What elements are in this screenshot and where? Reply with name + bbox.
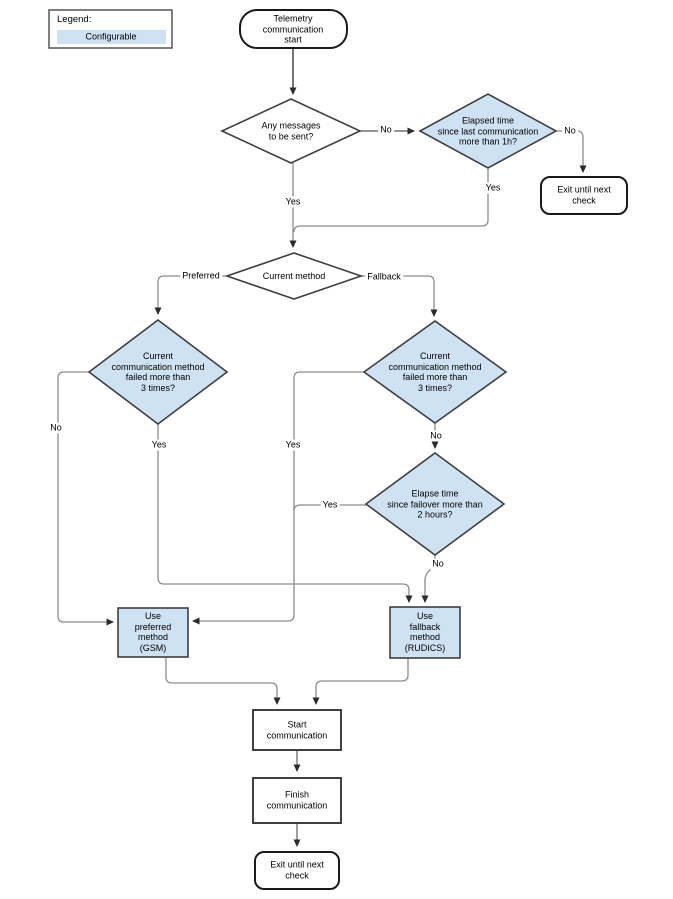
node-fallback-failed-label: Current communication method failed more…: [388, 351, 482, 393]
edge-rudics-to-start-comm: [312, 658, 409, 705]
edge-preferred-failed-no: [57, 371, 114, 626]
edge-label-fallback: Fallback: [365, 271, 403, 283]
edge-gsm-to-start-comm: [165, 657, 281, 705]
node-elapsed-last-comm-label: Elapsed time since last communication mo…: [437, 115, 539, 147]
node-elapse-failover-shape: [364, 452, 506, 556]
node-start-shape: [239, 9, 348, 49]
edge-elapsed-no-to-exit: [556, 130, 587, 173]
edge-label-preferred: Preferred: [180, 270, 222, 282]
edge-label-no-elapsed: No: [562, 125, 578, 137]
edge-current-method-fallback: [361, 275, 438, 317]
edge-label-yes-fallback-failed: Yes: [283, 439, 303, 451]
edge-label-no-elapse-failover: No: [430, 558, 446, 570]
node-start-comm-label: Start communication: [266, 719, 328, 741]
legend-title: Legend:: [57, 14, 92, 25]
node-current-method-shape: [224, 252, 364, 300]
edge-label-no-messages: No: [378, 124, 394, 136]
node-exit-check-top-label: Exit until next check: [557, 184, 611, 206]
node-use-preferred-shape: [117, 607, 189, 658]
edge-label-yes-preferred-failed: Yes: [149, 439, 169, 451]
edge-elapsed-yes: [293, 168, 489, 233]
node-start-comm-shape: [252, 709, 342, 751]
node-current-method-label: Current method: [262, 270, 326, 281]
node-elapsed-last-comm-shape: [418, 93, 558, 169]
edge-label-no-preferred-failed: No: [48, 422, 64, 434]
node-preferred-failed-shape: [87, 318, 229, 426]
edge-elapse-failover-yes: [293, 504, 366, 512]
node-use-fallback-label: Use fallback method (RUDICS): [404, 611, 446, 653]
edge-preferred-failed-yes: [157, 424, 413, 603]
node-use-fallback-shape: [389, 606, 461, 659]
node-use-preferred-label: Use preferred method (GSM): [134, 611, 172, 653]
edge-label-yes-messages: Yes: [283, 196, 303, 208]
node-exit-check-bottom-label: Exit until next check: [270, 859, 324, 881]
edge-current-method-preferred: [154, 275, 227, 315]
edge-label-yes-elapse-failover: Yes: [320, 499, 340, 511]
node-elapse-failover-label: Elapse time since failover more than 2 h…: [387, 488, 483, 520]
edge-label-yes-elapsed: Yes: [483, 182, 503, 194]
node-finish-comm-label: Finish communication: [266, 789, 328, 811]
node-any-messages-shape: [220, 98, 362, 164]
node-fallback-failed-shape: [362, 320, 508, 424]
node-exit-check-bottom-shape: [254, 851, 340, 890]
node-finish-comm-shape: [252, 777, 342, 824]
legend-configurable-swatch: [57, 30, 166, 44]
node-exit-check-top-shape: [540, 176, 628, 215]
node-any-messages-label: Any messages to be sent?: [261, 120, 321, 142]
edge-label-no-fallback-failed: No: [428, 430, 444, 442]
edge-fallback-failed-yes: [192, 371, 364, 625]
legend-configurable-label: Configurable: [85, 31, 137, 42]
node-start-label: Telemetry communication start: [262, 13, 324, 45]
node-preferred-failed-label: Current communication method failed more…: [111, 351, 205, 393]
